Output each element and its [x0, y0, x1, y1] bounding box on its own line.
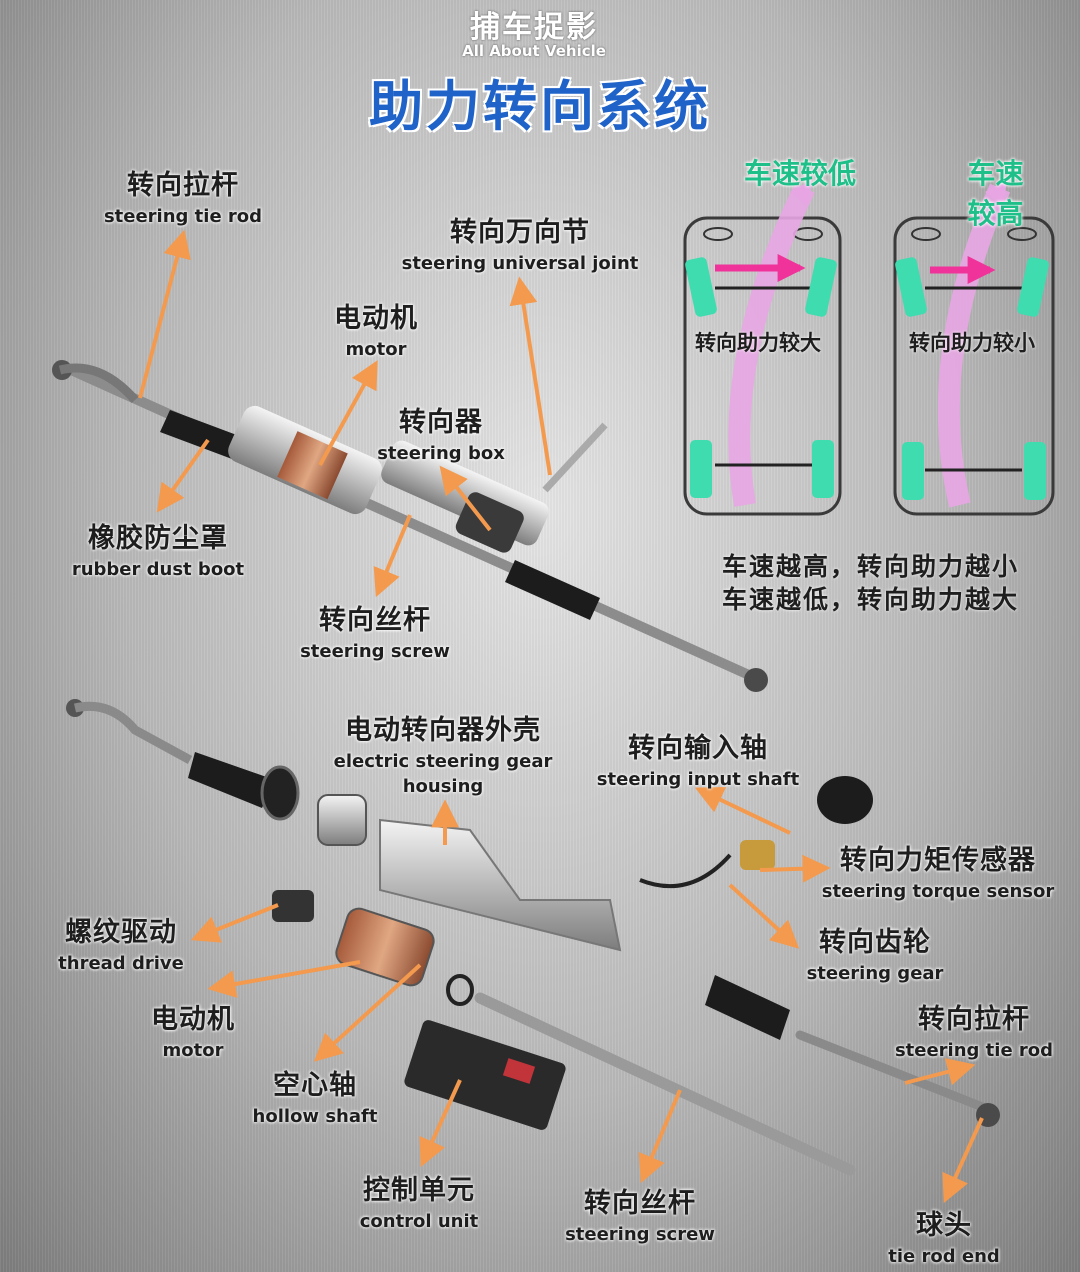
label-steering-gear: 转向齿轮 steering gear	[807, 920, 944, 984]
label-bottom-tie-rod: 转向拉杆 steering tie rod	[895, 997, 1053, 1061]
high-speed-assist-text: 转向助力较小	[909, 331, 1035, 355]
rubber-dust-boot-shape	[160, 410, 250, 462]
exploded-control-unit	[404, 1020, 566, 1130]
label-torque-sensor: 转向力矩传感器 steering torque sensor	[822, 838, 1054, 902]
label-en: thread drive	[58, 953, 184, 974]
exploded-steering-screw	[474, 992, 856, 1176]
label-zh: 球头	[916, 1210, 972, 1241]
steering-rack-assembly	[52, 360, 768, 692]
brand-watermark: 捕车捉影 All About Vehicle	[462, 2, 606, 60]
label-bottom-steering-screw: 转向丝杆 steering screw	[565, 1181, 715, 1245]
label-en: steering box	[377, 443, 505, 464]
label-en: steering universal joint	[401, 253, 639, 274]
label-zh: 控制单元	[362, 1175, 475, 1206]
label-bottom-motor: 电动机 motor	[151, 997, 235, 1061]
label-en: steering input shaft	[596, 769, 800, 790]
label-rubber-dust-boot: 橡胶防尘罩 rubber dust boot	[72, 516, 244, 580]
label-en: steering tie rod	[894, 1040, 1054, 1061]
exploded-gear-housing	[379, 818, 622, 952]
exploded-motor	[335, 907, 435, 987]
label-top-motor: 电动机 motor	[334, 296, 418, 360]
label-thread-drive: 螺纹驱动 thread drive	[58, 910, 184, 974]
exploded-dust-boot	[188, 752, 275, 808]
label-zh: 转向力矩传感器	[840, 845, 1036, 876]
label-en: steering tie rod	[103, 206, 263, 227]
label-en: steering gear	[806, 963, 944, 984]
label-input-shaft: 转向输入轴 steering input shaft	[597, 726, 799, 790]
exploded-torque-sensor	[740, 840, 775, 870]
top-callout-arrows	[138, 229, 552, 598]
brand-name: 捕车捉影	[469, 10, 598, 45]
label-en: steering screw	[300, 641, 450, 662]
exploded-bearing	[317, 794, 367, 846]
page-title: 助力转向系统	[369, 75, 711, 138]
summary-line-1: 车速越高，转向助力越小	[722, 552, 1020, 581]
label-zh: 转向拉杆	[127, 170, 239, 201]
low-speed-label: 车速较低	[743, 157, 857, 190]
label-zh: 转向万向节	[449, 217, 590, 248]
low-speed-vehicle	[683, 180, 842, 516]
label-tie-rod-end: 球头 tie rod end	[888, 1203, 1000, 1267]
bottom-callout-arrows	[190, 787, 984, 1204]
label-zh: 转向丝杆	[583, 1188, 696, 1219]
high-speed-label: 车速较高	[967, 157, 1024, 230]
label-top-steering-screw: 转向丝杆 steering screw	[300, 598, 450, 662]
label-en: tie rod end	[888, 1246, 1000, 1267]
label-en-line-2: housing	[402, 776, 484, 797]
label-zh: 电动机	[151, 1004, 235, 1035]
label-zh: 转向齿轮	[819, 927, 931, 958]
label-en: steering screw	[565, 1224, 715, 1245]
label-en: control unit	[359, 1211, 479, 1232]
label-en: steering torque sensor	[821, 881, 1055, 902]
label-en: rubber dust boot	[71, 559, 245, 580]
high-speed-vehicle	[893, 180, 1055, 516]
label-gear-housing: 电动转向器外壳 electric steering gear housing	[334, 708, 553, 797]
label-hollow-shaft: 空心轴 hollow shaft	[253, 1063, 378, 1127]
high-speed-path	[937, 183, 1011, 508]
summary-line-2: 车速越低，转向助力越大	[722, 585, 1020, 614]
exploded-thread-drive	[272, 890, 314, 922]
input-shaft-shape	[542, 422, 608, 493]
label-zh: 转向器	[398, 407, 483, 438]
label-en: motor	[345, 339, 407, 360]
label-zh: 空心轴	[273, 1070, 357, 1101]
brand-subtitle: All About Vehicle	[462, 42, 606, 60]
label-zh: 转向丝杆	[318, 605, 431, 636]
label-zh: 电动转向器外壳	[345, 715, 541, 746]
label-zh: 螺纹驱动	[65, 917, 177, 948]
exploded-input-cap	[817, 776, 873, 824]
label-zh: 转向拉杆	[918, 1004, 1030, 1035]
label-zh: 转向输入轴	[627, 733, 768, 764]
label-top-tie-rod: 转向拉杆 steering tie rod	[104, 163, 262, 227]
label-en: hollow shaft	[252, 1106, 378, 1127]
label-en-line-1: electric steering gear	[333, 751, 553, 772]
label-steering-box: 转向器 steering box	[377, 400, 505, 464]
label-zh: 电动机	[334, 303, 418, 334]
label-zh: 橡胶防尘罩	[87, 523, 228, 554]
label-en: motor	[162, 1040, 224, 1061]
label-control-unit: 控制单元 control unit	[360, 1168, 479, 1232]
label-universal-joint: 转向万向节 steering universal joint	[402, 210, 639, 274]
exploded-steering-rack	[66, 699, 1000, 1176]
low-speed-assist-text: 转向助力较大	[695, 331, 821, 355]
